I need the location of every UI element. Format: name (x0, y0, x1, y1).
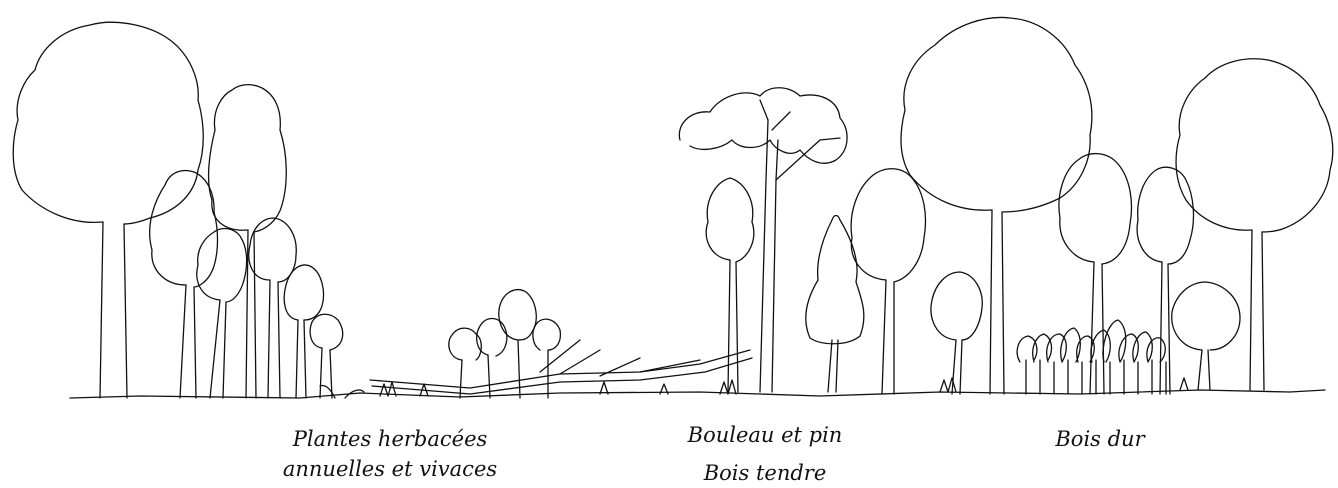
herbaceous-label-line2: annuelles et vivaces (270, 454, 510, 484)
ground-line (70, 390, 1325, 398)
birch-pine-label: Bouleau et pin Bois tendre (660, 420, 870, 488)
softwood-label: Bois tendre (660, 458, 870, 488)
herbaceous-label-line1: Plantes herbacées (270, 424, 510, 454)
hardwood-group (851, 17, 1333, 394)
herbaceous-label: Plantes herbacées annuelles et vivaces (270, 424, 510, 484)
birch-pine-label-line1: Bouleau et pin (660, 420, 870, 450)
herbaceous-area (370, 290, 752, 398)
hardwood-label: Bois dur (1040, 424, 1160, 454)
left-tree-group (13, 22, 364, 398)
birch-pine-group (679, 88, 864, 392)
